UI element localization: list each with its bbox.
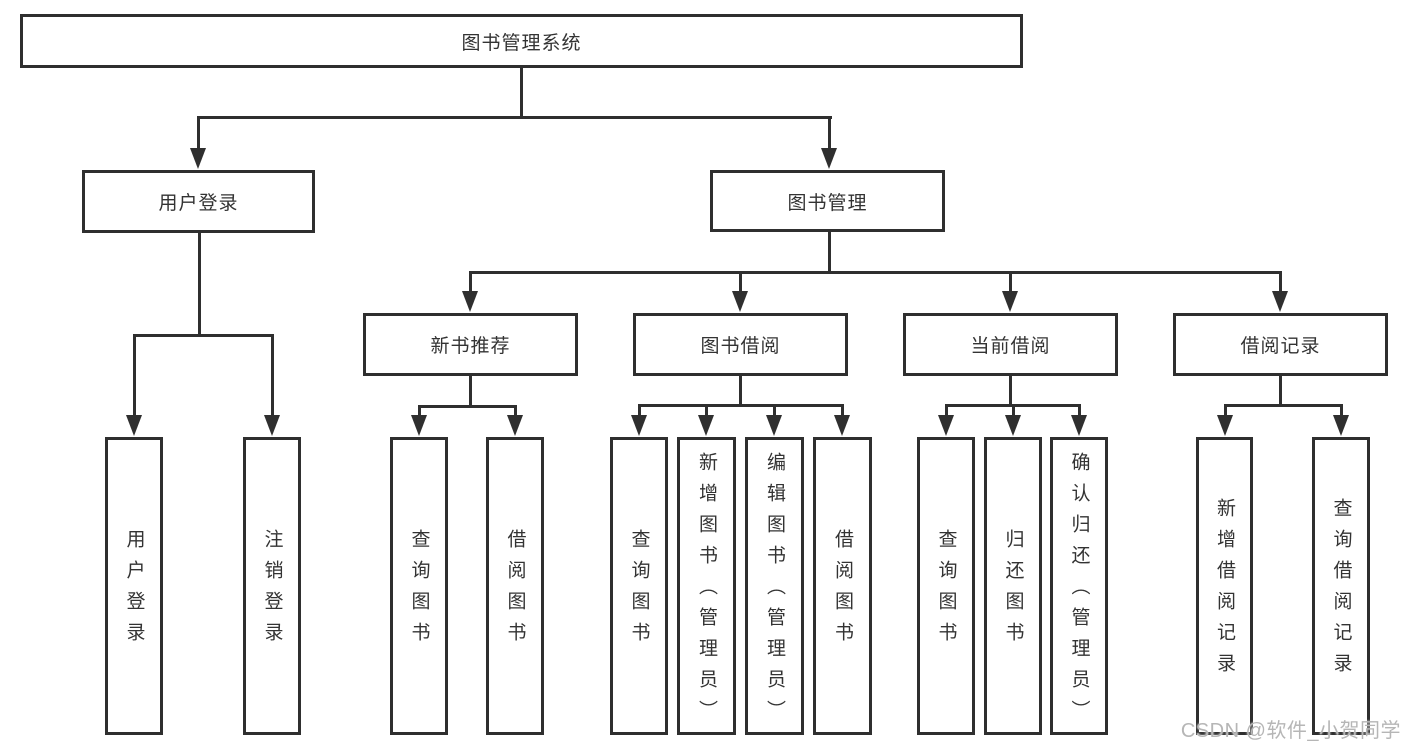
connector-line <box>828 116 831 152</box>
leaf-node-edit-books-admin: 编辑图书（管理员） <box>745 437 804 735</box>
arrow-down-icon <box>1217 415 1233 436</box>
connector-line <box>418 405 421 417</box>
connector-line <box>1224 404 1343 407</box>
arrow-down-icon <box>126 415 142 436</box>
arrow-down-icon <box>698 415 714 436</box>
arrow-down-icon <box>766 415 782 436</box>
connector-line <box>1340 404 1343 417</box>
connector-line <box>1078 404 1081 417</box>
connector-line <box>1009 376 1012 407</box>
arrow-down-icon <box>1005 415 1021 436</box>
branch-node-user-login: 用户登录 <box>82 170 315 233</box>
group-node-new-book-recommend: 新书推荐 <box>363 313 578 376</box>
connector-line <box>469 271 472 293</box>
leaf-node-add-books-admin: 新增图书（管理员） <box>677 437 736 735</box>
arrow-down-icon <box>1333 415 1349 436</box>
arrow-down-icon <box>631 415 647 436</box>
arrow-down-icon <box>821 148 837 169</box>
branch-node-book-management: 图书管理 <box>710 170 945 232</box>
connector-line <box>1279 376 1282 407</box>
connector-line <box>1012 404 1015 417</box>
connector-line <box>133 334 273 337</box>
arrow-down-icon <box>411 415 427 436</box>
leaf-node-query-borrow-record: 查询借阅记录 <box>1312 437 1370 735</box>
arrow-down-icon <box>264 415 280 436</box>
connector-line <box>198 233 201 337</box>
group-node-book-borrow: 图书借阅 <box>633 313 848 376</box>
arrow-down-icon <box>834 415 850 436</box>
connector-line <box>739 376 742 407</box>
connector-line <box>705 404 708 417</box>
arrow-down-icon <box>1002 291 1018 312</box>
group-node-current-borrow: 当前借阅 <box>903 313 1118 376</box>
arrow-down-icon <box>732 291 748 312</box>
connector-line <box>133 334 136 417</box>
connector-line <box>469 271 1282 274</box>
leaf-node-query-books-borrow: 查询图书 <box>610 437 668 735</box>
leaf-node-logout: 注销登录 <box>243 437 301 735</box>
connector-line <box>828 232 831 274</box>
connector-line <box>773 404 776 417</box>
connector-line <box>1224 404 1227 417</box>
connector-line <box>197 116 200 152</box>
leaf-node-borrow-books: 借阅图书 <box>813 437 872 735</box>
leaf-node-confirm-return-admin: 确认归还（管理员） <box>1050 437 1108 735</box>
arrow-down-icon <box>1272 291 1288 312</box>
connector-line <box>418 405 517 408</box>
connector-line <box>841 404 844 417</box>
connector-line <box>638 404 844 407</box>
connector-line <box>739 271 742 293</box>
group-node-borrow-records: 借阅记录 <box>1173 313 1388 376</box>
connector-line <box>197 116 832 119</box>
connector-line <box>1279 271 1282 293</box>
arrow-down-icon <box>938 415 954 436</box>
leaf-node-add-borrow-record: 新增借阅记录 <box>1196 437 1253 735</box>
arrow-down-icon <box>462 291 478 312</box>
leaf-node-borrow-books-recommend: 借阅图书 <box>486 437 544 735</box>
arrow-down-icon <box>1071 415 1087 436</box>
connector-line <box>520 68 523 118</box>
connector-line <box>271 334 274 417</box>
leaf-node-query-books-current: 查询图书 <box>917 437 975 735</box>
connector-line <box>1009 271 1012 293</box>
connector-line <box>514 405 517 417</box>
leaf-node-query-books-recommend: 查询图书 <box>390 437 448 735</box>
connector-line <box>945 404 948 417</box>
watermark-text: CSDN @软件_小贺同学 <box>1180 720 1401 742</box>
arrow-down-icon <box>190 148 206 169</box>
root-node-library-system: 图书管理系统 <box>20 14 1023 68</box>
leaf-node-user-login: 用户登录 <box>105 437 163 735</box>
arrow-down-icon <box>507 415 523 436</box>
connector-line <box>469 376 472 408</box>
connector-line <box>638 404 641 417</box>
leaf-node-return-books: 归还图书 <box>984 437 1042 735</box>
